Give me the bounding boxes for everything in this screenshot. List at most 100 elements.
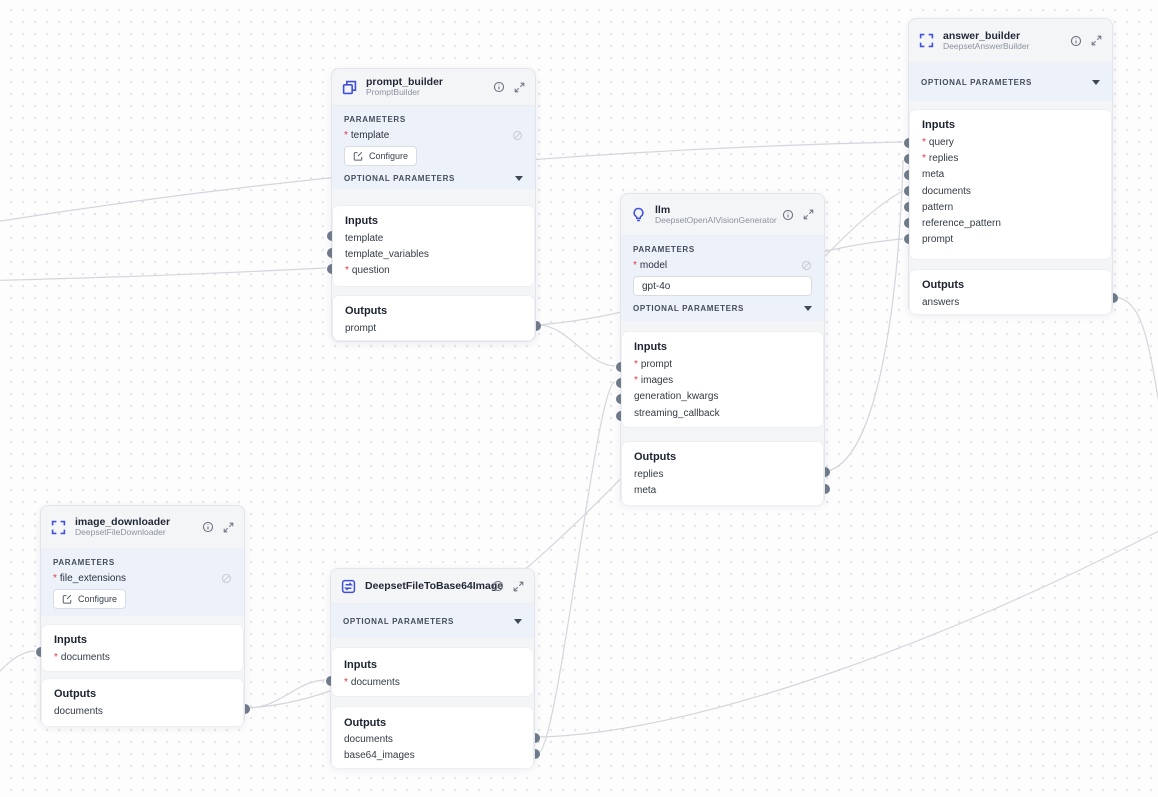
info-icon[interactable] [493,81,505,93]
input-handle-template[interactable] [326,231,332,241]
output-meta: meta [634,484,657,496]
input-documents: *documents [54,651,110,663]
output-answers: answers [922,296,960,308]
edge [537,324,616,367]
parameters-section: PARAMETERS * model OPTIONAL PARAMETERS [621,236,824,321]
node-title: llm [655,203,671,216]
model-input[interactable] [633,276,812,296]
input-handle-query[interactable] [903,138,909,148]
output-handle-answers[interactable] [1112,293,1118,303]
input-handle-documents[interactable] [35,647,41,657]
expand-icon[interactable] [1091,35,1102,46]
input-handle-generation-kwargs[interactable] [615,394,621,404]
node-title: DeepsetFileToBase64Image [365,579,504,592]
node-file-to-base64-image[interactable]: DeepsetFileToBase64Image OPTIONAL PARAME… [325,568,540,769]
required-marker: * [345,265,349,277]
node-prompt-builder[interactable]: prompt_builder PromptBuilder PARAMETERS … [326,68,541,342]
convert-icon [341,578,357,594]
outputs-heading: Outputs [634,451,677,463]
input-template: template [345,232,384,244]
required-marker: * [53,572,57,584]
edge [827,159,904,472]
node-header[interactable]: image_downloader DeepsetFileDownloader [41,506,244,549]
expand-icon[interactable] [223,522,234,533]
input-documents: *documents [344,676,400,688]
param-template: * template [344,127,523,143]
param-file-extensions: * file_extensions [53,570,232,586]
override-icon[interactable] [512,130,523,141]
input-handle-prompt[interactable] [615,362,621,372]
input-prompt: prompt [922,234,954,246]
parameters-section: PARAMETERS * file_extensions Configure [41,549,244,616]
input-generation-kwargs: generation_kwargs [634,391,719,403]
input-handle-reference-pattern[interactable] [903,218,909,228]
expand-icon[interactable] [514,82,525,93]
edge [537,381,616,754]
output-handle-base64-images[interactable] [534,749,540,759]
input-handle-documents[interactable] [903,186,909,196]
info-icon[interactable] [202,521,214,533]
node-header[interactable]: DeepsetFileToBase64Image [331,569,534,604]
edge [247,679,326,709]
template-icon [342,79,358,95]
inputs-heading: Inputs [922,119,955,131]
input-handle-meta[interactable] [903,170,909,180]
input-handle-pattern[interactable] [903,202,909,212]
parameters-label: PARAMETERS [344,114,406,124]
expand-icon[interactable] [513,581,524,592]
node-subtitle: DeepsetOpenAIVisionGenerator [655,214,777,225]
output-handle-meta[interactable] [824,484,830,494]
input-pattern: pattern [922,201,954,213]
param-model: * model [633,257,812,273]
optional-parameters-toggle[interactable]: OPTIONAL PARAMETERS [343,604,522,638]
inputs-heading: Inputs [344,659,377,671]
node-image-downloader[interactable]: image_downloader DeepsetFileDownloader P… [35,505,250,727]
override-icon[interactable] [221,573,232,584]
output-handle-replies[interactable] [824,467,830,477]
override-icon[interactable] [801,260,812,271]
optional-parameters-toggle[interactable]: OPTIONAL PARAMETERS [921,63,1100,101]
input-handle-prompt[interactable] [903,234,909,244]
outputs-section: Outputs replies meta [621,441,824,506]
node-header[interactable]: llm DeepsetOpenAIVisionGenerator [621,194,824,236]
input-images: *images [634,374,674,386]
outputs-section: Outputs documents [41,678,244,727]
chevron-down-icon [804,305,812,311]
parameters-section: OPTIONAL PARAMETERS [331,604,534,638]
node-header[interactable]: prompt_builder PromptBuilder [332,69,535,106]
info-icon[interactable] [1070,35,1082,47]
output-handle-prompt[interactable] [535,321,541,331]
input-handle-replies[interactable] [903,154,909,164]
parameters-label: PARAMETERS [633,244,695,254]
edge [0,650,36,673]
node-subtitle: DeepsetFileDownloader [75,527,166,538]
edge [0,267,327,281]
edge [537,530,1158,738]
info-icon[interactable] [492,580,504,592]
parameters-label: PARAMETERS [53,557,115,567]
optional-parameters-toggle[interactable]: OPTIONAL PARAMETERS [344,166,523,190]
input-handle-documents[interactable] [325,676,331,686]
inputs-section: Inputs *query *replies meta documents pa… [909,109,1112,260]
output-handle-documents[interactable] [534,733,540,743]
node-llm[interactable]: llm DeepsetOpenAIVisionGenerator PARAMET… [615,193,830,506]
input-question: *question [345,265,390,277]
input-handle-question[interactable] [326,264,332,274]
node-header[interactable]: answer_builder DeepsetAnswerBuilder [909,19,1112,63]
node-answer-builder[interactable]: answer_builder DeepsetAnswerBuilder OPTI… [903,18,1118,315]
expand-icon[interactable] [803,209,814,220]
optional-parameters-toggle[interactable]: OPTIONAL PARAMETERS [633,296,812,320]
input-handle-template-variables[interactable] [326,248,332,258]
configure-button[interactable]: Configure [53,589,127,609]
inputs-heading: Inputs [54,634,87,646]
input-handle-images[interactable] [615,378,621,388]
output-prompt: prompt [345,322,377,334]
configure-button[interactable]: Configure [344,146,418,166]
input-handle-streaming-callback[interactable] [615,411,621,421]
info-icon[interactable] [782,209,794,221]
outputs-section: Outputs answers [909,269,1112,315]
output-handle-documents[interactable] [244,704,250,714]
outputs-section: Outputs documents base64_images [331,706,534,769]
outputs-section: Outputs prompt [332,295,535,341]
